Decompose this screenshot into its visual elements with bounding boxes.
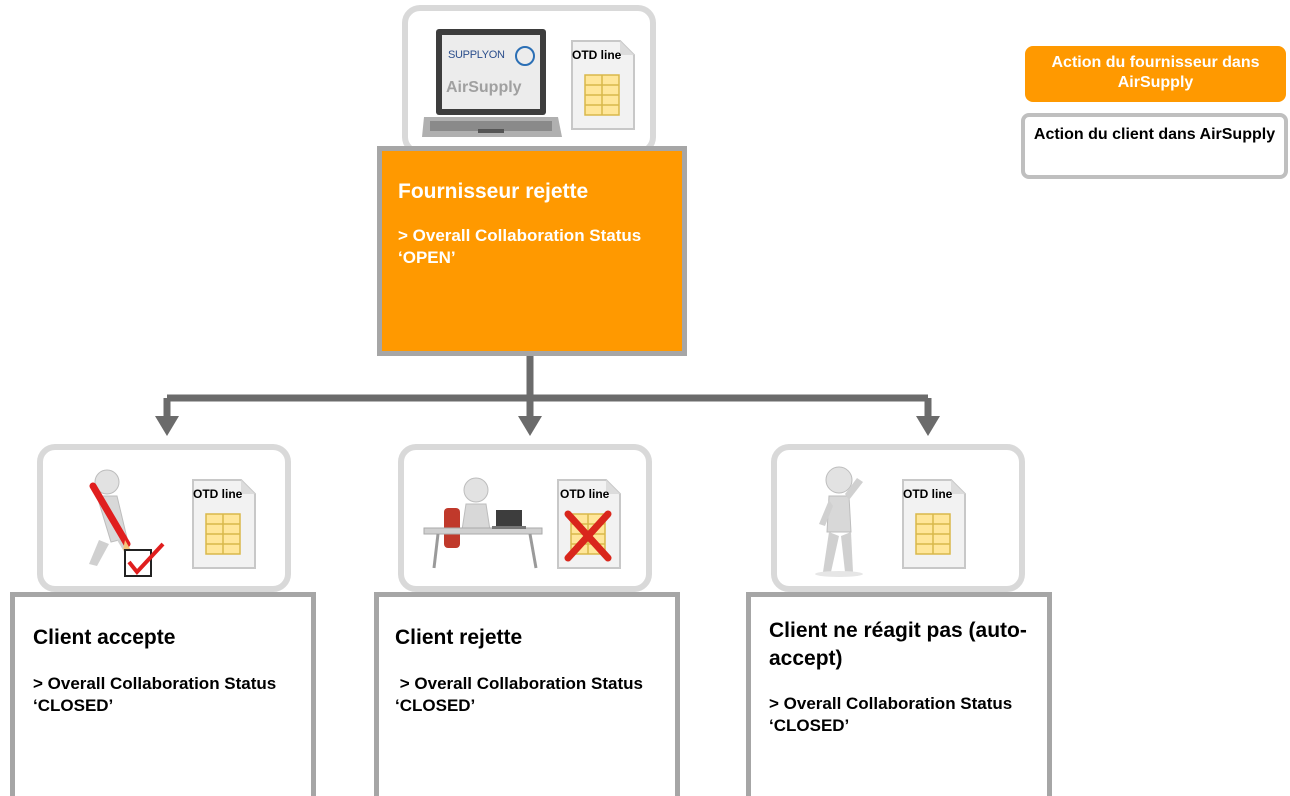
otd-document-icon: [192, 479, 256, 569]
otd-line-label: OTD line: [903, 487, 953, 501]
person-checkmark-icon: [89, 469, 165, 577]
supplier-reject-status: > Overall Collaboration Status ‘OPEN’: [398, 226, 642, 267]
legend-supplier-label: Action du fournisseur dans AirSupply: [1051, 54, 1260, 91]
otd-document-icon: [571, 40, 635, 130]
otd-document-rejected-icon: [557, 479, 621, 569]
client-accepts-box: Client accepte > Overall Collaboration S…: [10, 592, 316, 796]
otd-line-label: OTD line: [572, 48, 622, 62]
supplyon-logo: SUPPLYON: [448, 49, 505, 61]
top-image-frame: SUPPLYON AirSupply OTD line: [402, 5, 656, 155]
client-accepts-title: Client accepte: [33, 626, 176, 649]
arrow-down-icon: [518, 416, 542, 436]
branch-2-image-frame: OTD line: [398, 444, 652, 592]
client-no-reaction-title: Client ne réagit pas (auto-accept): [769, 619, 1027, 670]
client-accepts-status: > Overall Collaboration Status ‘CLOSED’: [33, 674, 277, 715]
arrow-down-icon: [155, 416, 179, 436]
arrow-down-icon: [916, 416, 940, 436]
client-rejects-status: > Overall Collaboration Status ‘CLOSED’: [395, 674, 648, 715]
legend-supplier-action: Action du fournisseur dans AirSupply: [1025, 46, 1286, 102]
supplier-reject-title: Fournisseur rejette: [398, 180, 589, 203]
branch-3-image-frame: OTD line: [771, 444, 1025, 592]
thinking-person-icon: [815, 466, 863, 577]
client-no-reaction-status: > Overall Collaboration Status ‘CLOSED’: [769, 694, 1013, 735]
client-no-reaction-box: Client ne réagit pas (auto-accept) > Ove…: [746, 592, 1052, 796]
otd-document-icon: [902, 479, 966, 569]
airsupply-app-label: AirSupply: [446, 79, 522, 96]
client-rejects-title: Client rejette: [395, 626, 523, 649]
supplier-reject-box: Fournisseur rejette > Overall Collaborat…: [377, 146, 687, 356]
legend-client-action: Action du client dans AirSupply: [1021, 113, 1288, 179]
otd-line-label: OTD line: [193, 487, 243, 501]
otd-line-label: OTD line: [560, 487, 610, 501]
branch-1-image-frame: OTD line: [37, 444, 291, 592]
person-at-desk-icon: [423, 477, 543, 569]
legend-client-label: Action du client dans AirSupply: [1033, 126, 1276, 143]
laptop-icon: [422, 29, 562, 137]
client-rejects-box: Client rejette > Overall Collaboration S…: [374, 592, 680, 796]
